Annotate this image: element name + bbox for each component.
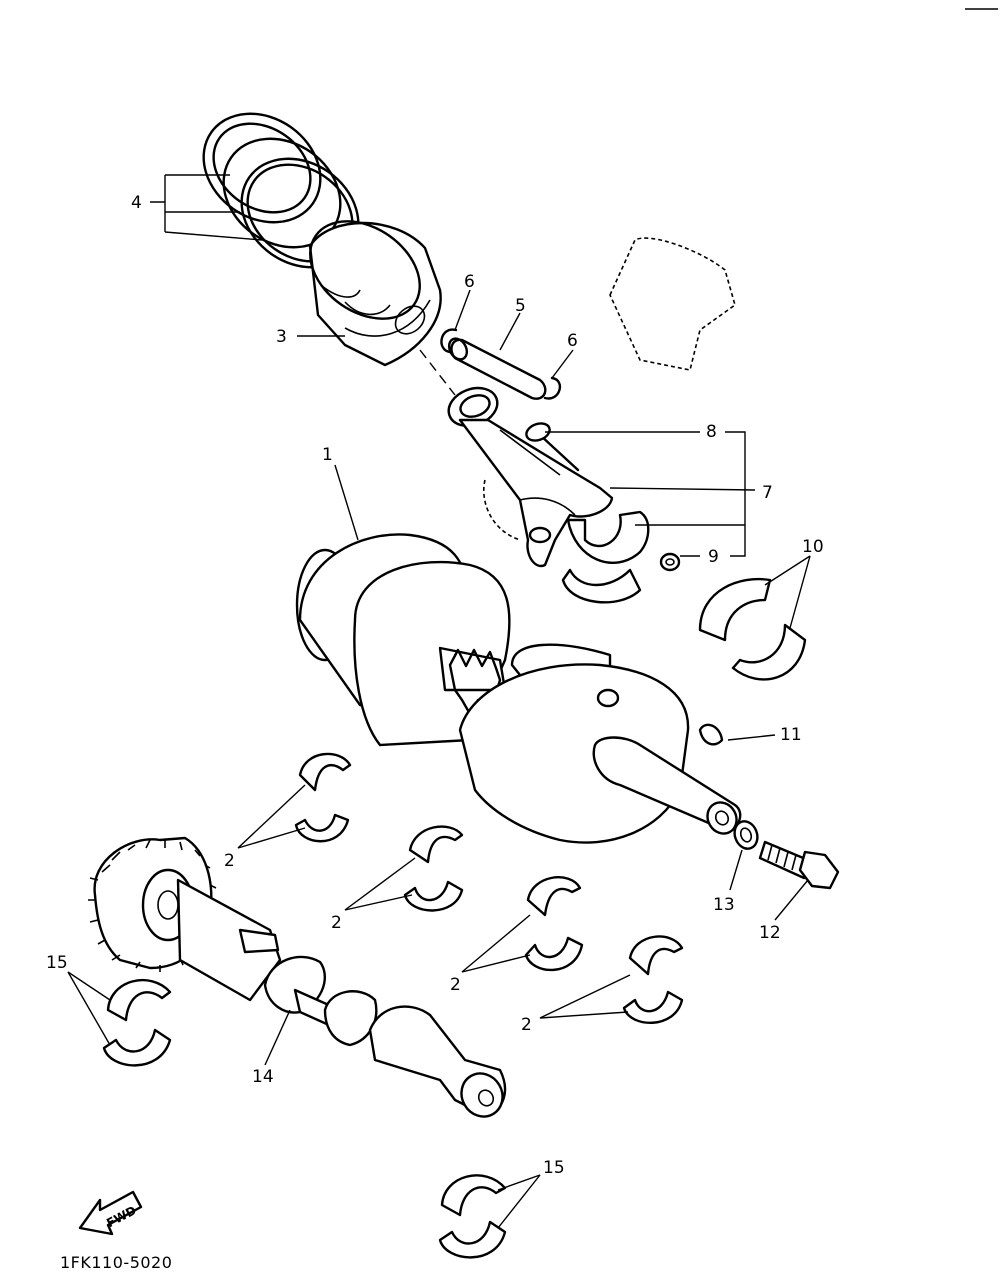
crankshaft bbox=[295, 533, 742, 844]
callout-12: 12 bbox=[759, 923, 781, 943]
callout-3: 3 bbox=[276, 327, 287, 347]
crankpin-bearings bbox=[698, 577, 807, 681]
balancer-bearing-pair-2 bbox=[438, 1174, 507, 1259]
journal-bearing-pair-2 bbox=[403, 825, 464, 912]
callout-15a: 15 bbox=[46, 953, 68, 973]
callout-10: 10 bbox=[802, 537, 824, 557]
callout-6b: 6 bbox=[567, 331, 578, 351]
balancer-bearing-pair-1 bbox=[102, 978, 172, 1067]
bolt bbox=[758, 840, 840, 890]
callout-15b: 15 bbox=[543, 1158, 565, 1178]
callout-6a: 6 bbox=[464, 272, 475, 292]
piston-pin-clips bbox=[440, 328, 562, 400]
diagram-code: 1FK110-5020 bbox=[60, 1253, 172, 1272]
callout-5: 5 bbox=[515, 296, 526, 316]
callout-14: 14 bbox=[252, 1067, 274, 1087]
callout-1: 1 bbox=[322, 445, 333, 465]
callout-2c: 2 bbox=[450, 975, 461, 995]
callout-9: 9 bbox=[708, 547, 719, 567]
journal-bearing-pair-4 bbox=[622, 935, 684, 1024]
callout-11: 11 bbox=[780, 725, 802, 745]
connecting-rod bbox=[447, 237, 736, 604]
journal-bearing-pair-1 bbox=[294, 752, 352, 843]
piston bbox=[308, 220, 456, 396]
washer bbox=[733, 820, 759, 850]
woodruff-key bbox=[698, 723, 724, 746]
callout-7: 7 bbox=[762, 483, 773, 503]
callout-4: 4 bbox=[131, 193, 142, 213]
callout-labels: 1 2 2 2 2 3 4 5 6 6 7 8 9 10 11 12 13 14… bbox=[46, 193, 824, 1178]
callout-13: 13 bbox=[713, 895, 735, 915]
forward-direction-arrow: FWD bbox=[78, 1190, 143, 1236]
journal-bearing-pair-3 bbox=[524, 876, 584, 972]
leader-lines bbox=[67, 174, 811, 1229]
callout-2a: 2 bbox=[224, 851, 235, 871]
balancer-shaft bbox=[88, 836, 507, 1118]
callout-2b: 2 bbox=[331, 913, 342, 933]
callout-2d: 2 bbox=[521, 1015, 532, 1035]
piston-pin bbox=[447, 337, 547, 400]
callout-8: 8 bbox=[706, 422, 717, 442]
